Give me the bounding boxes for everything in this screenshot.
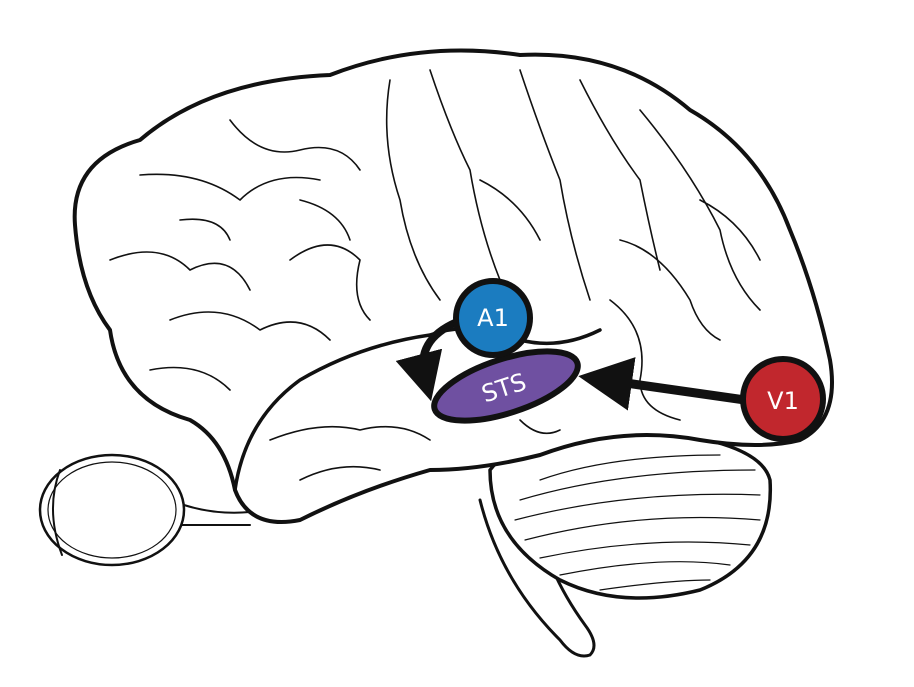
a1-label: A1 (477, 304, 509, 332)
cerebrum-outline (72, 48, 834, 524)
arrow-a1-to-sts (395, 318, 459, 402)
region-sts[interactable]: STS (426, 337, 585, 435)
sts-marker[interactable] (426, 337, 585, 435)
v1-marker[interactable] (740, 356, 826, 442)
arrow-v1-to-sts (578, 357, 746, 411)
region-a1[interactable]: A1 (453, 278, 533, 358)
v1-label: V1 (767, 387, 799, 415)
a1-marker[interactable] (453, 278, 533, 358)
eye-illustration (38, 453, 251, 567)
region-v1[interactable]: V1 (740, 356, 826, 442)
